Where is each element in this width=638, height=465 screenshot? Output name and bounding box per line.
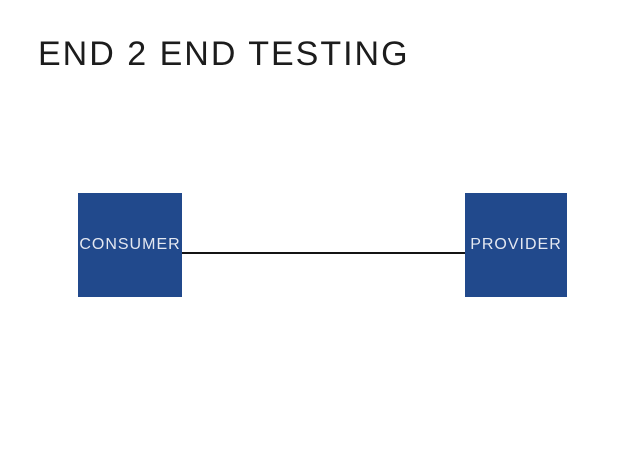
consumer-box: CONSUMER (78, 193, 182, 297)
slide-title: END 2 END TESTING (38, 35, 410, 73)
provider-label: PROVIDER (470, 236, 562, 253)
consumer-label: CONSUMER (79, 236, 181, 253)
provider-box: PROVIDER (465, 193, 567, 297)
connector-line (182, 252, 465, 254)
